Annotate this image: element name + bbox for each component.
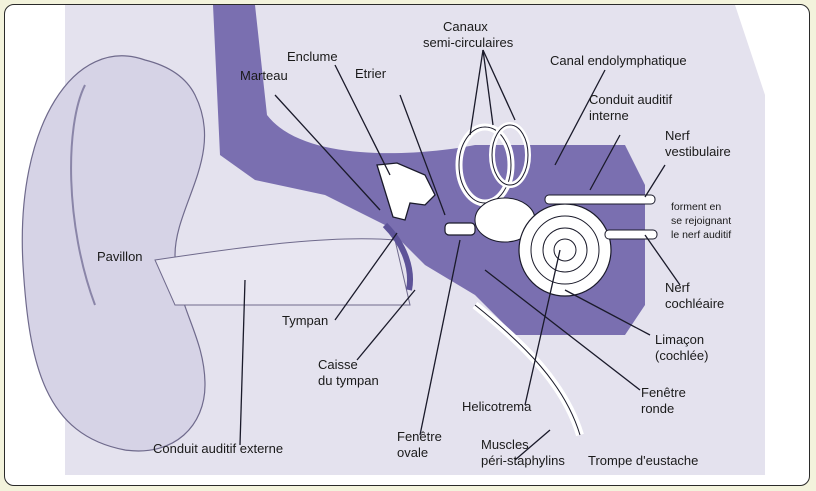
label-limacon-1: Limaçon bbox=[655, 332, 704, 347]
label-muscles-1: Muscles bbox=[481, 437, 529, 452]
label-caisse-1: Caisse bbox=[318, 357, 358, 372]
label-nerf-vest-2: vestibulaire bbox=[665, 144, 731, 159]
label-forment-2: se rejoignant bbox=[671, 215, 731, 227]
label-helicotrema: Helicotrema bbox=[462, 399, 532, 414]
label-marteau: Marteau bbox=[240, 68, 288, 83]
label-nerf-coch-2: cochléaire bbox=[665, 296, 724, 311]
label-nerf-coch-1: Nerf bbox=[665, 280, 690, 295]
label-conduit-ext: Conduit auditif externe bbox=[153, 441, 283, 456]
label-nerf-vest-1: Nerf bbox=[665, 128, 690, 143]
label-fenetre-ronde-2: ronde bbox=[641, 401, 674, 416]
label-limacon-2: (cochlée) bbox=[655, 348, 708, 363]
label-etrier: Etrier bbox=[355, 66, 387, 81]
label-forment-3: le nerf auditif bbox=[671, 229, 731, 241]
label-trompe: Trompe d'eustache bbox=[588, 453, 698, 468]
label-fenetre-ronde-1: Fenêtre bbox=[641, 385, 686, 400]
label-conduit-int-2: interne bbox=[589, 108, 629, 123]
label-fenetre-ovale-2: ovale bbox=[397, 445, 428, 460]
label-canaux-1: Canaux bbox=[443, 19, 488, 34]
label-conduit-int-1: Conduit auditif bbox=[589, 92, 672, 107]
label-canaux-2: semi-circulaires bbox=[423, 35, 514, 50]
ear-anatomy-diagram: Pavillon Marteau Enclume Etrier Canaux s… bbox=[5, 5, 810, 486]
label-canal-endo: Canal endolymphatique bbox=[550, 53, 687, 68]
label-forment-1: forment en bbox=[671, 201, 721, 213]
label-fenetre-ovale-1: Fenêtre bbox=[397, 429, 442, 444]
nerve-lower bbox=[605, 230, 657, 239]
label-muscles-2: péri-staphylins bbox=[481, 453, 565, 468]
label-pavillon: Pavillon bbox=[97, 249, 143, 264]
nerve-upper bbox=[545, 195, 655, 204]
cochlea-outer bbox=[519, 204, 611, 296]
label-tympan: Tympan bbox=[282, 313, 328, 328]
label-caisse-2: du tympan bbox=[318, 373, 379, 388]
stapes bbox=[445, 223, 475, 235]
label-enclume: Enclume bbox=[287, 49, 338, 64]
diagram-frame: Pavillon Marteau Enclume Etrier Canaux s… bbox=[4, 4, 810, 486]
